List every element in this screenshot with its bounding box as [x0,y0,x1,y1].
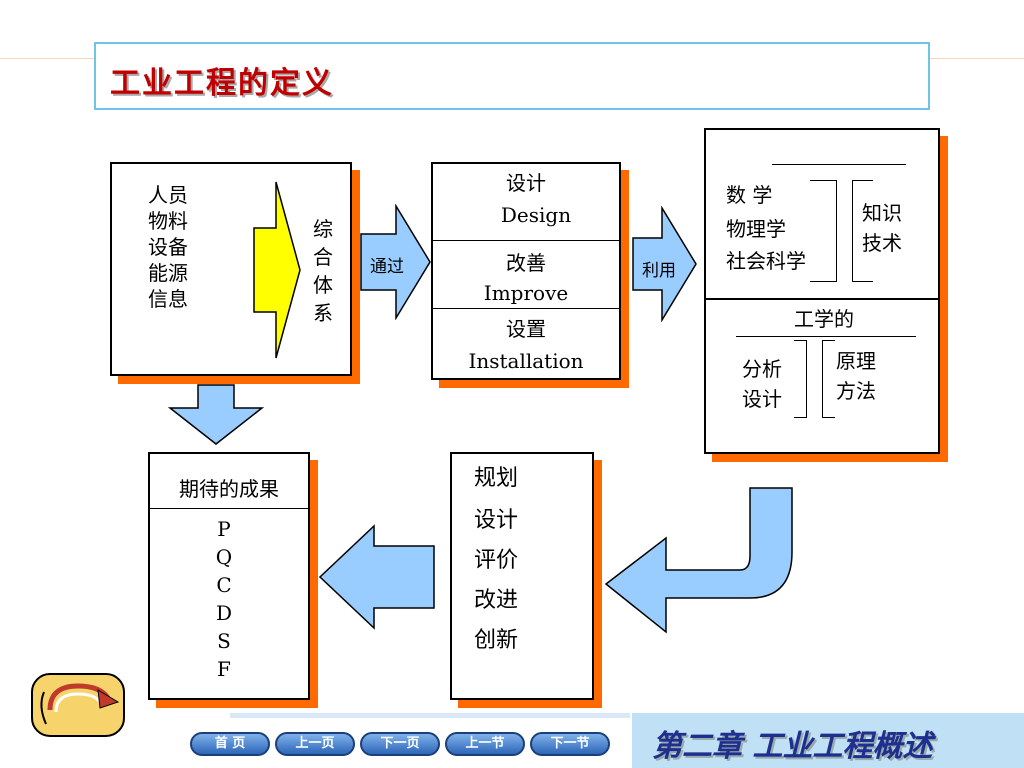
divider [736,336,916,337]
activity-item: 规划 [474,466,519,491]
return-icon[interactable] [30,672,126,738]
integrated-system-char: 综 [313,217,333,241]
divider [772,164,906,165]
resource-item: 能源 [148,261,188,285]
footer-band [230,713,630,718]
divider [433,240,619,241]
left-arrow-icon [318,524,435,630]
curved-arrow-icon [604,487,793,634]
down-arrow-icon [168,384,264,445]
right-arrow-icon [632,206,697,322]
home-button[interactable]: 首 页 [190,732,270,756]
method-en: Installation [468,349,584,373]
result-letter: F [217,657,231,681]
decor-line-right [930,58,1024,59]
next-page-button[interactable]: 下一页 [360,732,440,756]
resource-item: 信息 [148,287,188,311]
method-zh: 设计 [506,171,546,195]
analysis-item: 设计 [742,387,782,411]
result-letter: D [215,601,233,625]
method-en: Improve [483,281,569,305]
principle-item: 原理 [836,349,876,373]
chapter-title: 第二章 工业工程概述 [652,729,933,764]
result-letter: S [217,629,231,653]
method-zh: 设置 [506,317,546,341]
use-label: 利用 [642,261,676,281]
result-box: 期待的成果 P Q C D S F [148,452,310,700]
result-letter: Q [215,545,233,569]
resources-box: 人员 物料 设备 能源 信息 综 合 体 系 [110,162,352,376]
principle-item: 方法 [836,379,876,403]
bracket [794,340,807,418]
result-letter: C [216,573,232,597]
integrated-system-char: 体 [313,273,333,297]
activity-item: 评价 [474,548,519,573]
knowledge-box: 数 学 物理学 社会科学 知识 技术 [704,128,940,300]
right-arrow-icon [360,204,431,320]
decor-line-left [0,58,94,59]
resource-item: 人员 [148,183,188,207]
bracket [852,180,873,282]
chapter-banner: 第二章 工业工程概述 [632,713,1024,768]
subject-item: 物理学 [726,217,786,241]
methods-box: 设计 Design 改善 Improve 设置 Installation [431,162,621,380]
divider [433,308,619,309]
activity-item: 创新 [474,628,519,653]
via-label: 通过 [370,257,404,277]
engineering-box: 工学的 分析 设计 原理 方法 [704,298,940,454]
activity-box: 规划 设计 评价 改进 创新 [450,452,594,700]
method-en: Design [500,203,572,227]
bracket [822,340,835,418]
resource-item: 物料 [148,209,188,233]
knowledge-item: 技术 [862,231,902,255]
prev-section-button[interactable]: 上一节 [445,732,525,756]
title-box: 工业工程的定义 [94,42,930,110]
method-zh: 改善 [506,251,546,275]
knowledge-item: 知识 [862,201,902,225]
subject-item: 社会科学 [726,249,806,273]
resource-item: 设备 [148,235,188,259]
activity-item: 设计 [474,508,519,533]
activity-item: 改进 [474,588,519,613]
result-letter: P [217,517,231,541]
integrated-system-char: 系 [313,301,333,325]
divider [150,508,308,509]
subject-item: 数 学 [726,183,773,207]
yellow-arrow-icon [253,181,301,359]
result-heading: 期待的成果 [179,477,279,501]
integrated-system-char: 合 [313,245,333,269]
engineering-heading: 工学的 [794,307,854,331]
analysis-item: 分析 [742,357,782,381]
next-section-button[interactable]: 下一节 [530,732,610,756]
page-title: 工业工程的定义 [110,66,334,101]
prev-page-button[interactable]: 上一页 [275,732,355,756]
bracket [810,180,837,282]
